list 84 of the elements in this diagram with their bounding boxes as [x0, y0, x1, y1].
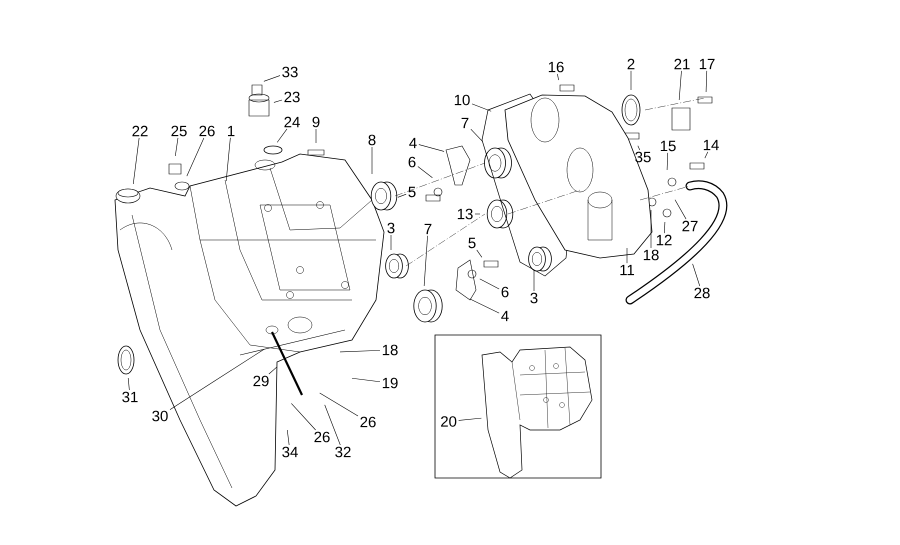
leader-line: [274, 100, 282, 103]
callout-number: 15: [660, 140, 676, 152]
callout-number: 2: [628, 58, 634, 70]
callout-number: 8: [368, 134, 376, 146]
callout-number: 33: [282, 66, 298, 78]
callout-number: 21: [674, 58, 690, 70]
callout-number: 26: [360, 416, 376, 428]
callout-number: 5: [408, 186, 416, 198]
leader-line: [128, 378, 130, 390]
callout-number: 28: [694, 288, 710, 298]
leader-line: [268, 367, 277, 374]
callout-number: 4: [501, 310, 509, 322]
leader-line: [398, 194, 406, 198]
callout-number: 14: [704, 140, 719, 150]
callout-number: 23: [284, 92, 300, 102]
callout-number: 6: [502, 286, 508, 298]
leader-line: [352, 378, 380, 382]
leader-line: [557, 74, 559, 80]
leader-line: [470, 298, 500, 314]
callout-number: 34: [282, 446, 298, 458]
leader-line: [476, 250, 482, 258]
leader-line: [424, 236, 428, 286]
leader-line: [226, 138, 231, 182]
leader-line: [678, 70, 682, 100]
callout-number: 5: [468, 238, 476, 248]
callout-number: 31: [122, 392, 138, 402]
leader-line: [630, 70, 632, 90]
leader-line: [324, 404, 341, 446]
leader-line: [666, 152, 668, 170]
callout-number: 13: [458, 208, 473, 220]
callout-number: 22: [132, 126, 148, 136]
leader-line: [664, 222, 666, 234]
callout-number: 12: [656, 234, 672, 246]
leader-line: [692, 264, 700, 286]
callout-number: 7: [424, 224, 432, 234]
leader-line: [264, 75, 280, 82]
callout-number: 17: [700, 58, 715, 70]
leader-line: [626, 248, 628, 264]
leader-line: [650, 210, 652, 248]
callout-number: 6: [408, 156, 416, 168]
callout-number: 3: [387, 222, 394, 234]
leader-line: [479, 278, 500, 290]
callout-number: 19: [382, 378, 398, 388]
leader-line: [470, 128, 483, 142]
callout-number: 16: [548, 62, 564, 72]
leader-line: [276, 128, 288, 143]
callout-number: 4: [409, 138, 417, 148]
leader-line: [472, 104, 492, 112]
leader-line: [418, 166, 433, 178]
leader-line: [418, 144, 444, 152]
callout-number: 9: [312, 116, 320, 128]
leader-line: [175, 138, 178, 156]
callout-number: 10: [454, 94, 470, 106]
assembled-gearbox-drawing: [482, 346, 592, 478]
callout-number: 27: [682, 220, 698, 232]
inset-frame: [434, 334, 602, 478]
callout-number: 3: [530, 292, 538, 304]
callout-number: 35: [635, 152, 651, 162]
leader-line: [706, 70, 708, 92]
callout-number: 25: [171, 126, 187, 136]
leader-line: [319, 392, 358, 416]
callout-number: 18: [644, 250, 659, 260]
leader-line: [674, 199, 686, 220]
callout-number: 20: [441, 416, 456, 427]
callout-number: 29: [253, 376, 269, 386]
leader-line: [390, 234, 392, 250]
leader-line: [340, 350, 380, 352]
callout-number: 30: [152, 410, 168, 422]
callout-number: 26: [314, 432, 330, 442]
callout-number: 32: [335, 446, 351, 458]
leader-line: [170, 348, 265, 410]
leader-line: [286, 430, 290, 446]
leader-line: [458, 418, 482, 421]
leader-line: [638, 146, 640, 150]
callout-number: 24: [284, 116, 300, 128]
callout-number: 26: [199, 126, 215, 136]
callout-number: 1: [228, 126, 234, 136]
callout-number: 18: [382, 344, 398, 356]
leader-line: [291, 403, 316, 430]
leader-line: [704, 152, 708, 158]
leader-line: [132, 138, 140, 184]
callout-number: 7: [462, 118, 468, 128]
callout-number: 11: [620, 264, 634, 276]
leader-line: [186, 138, 204, 176]
